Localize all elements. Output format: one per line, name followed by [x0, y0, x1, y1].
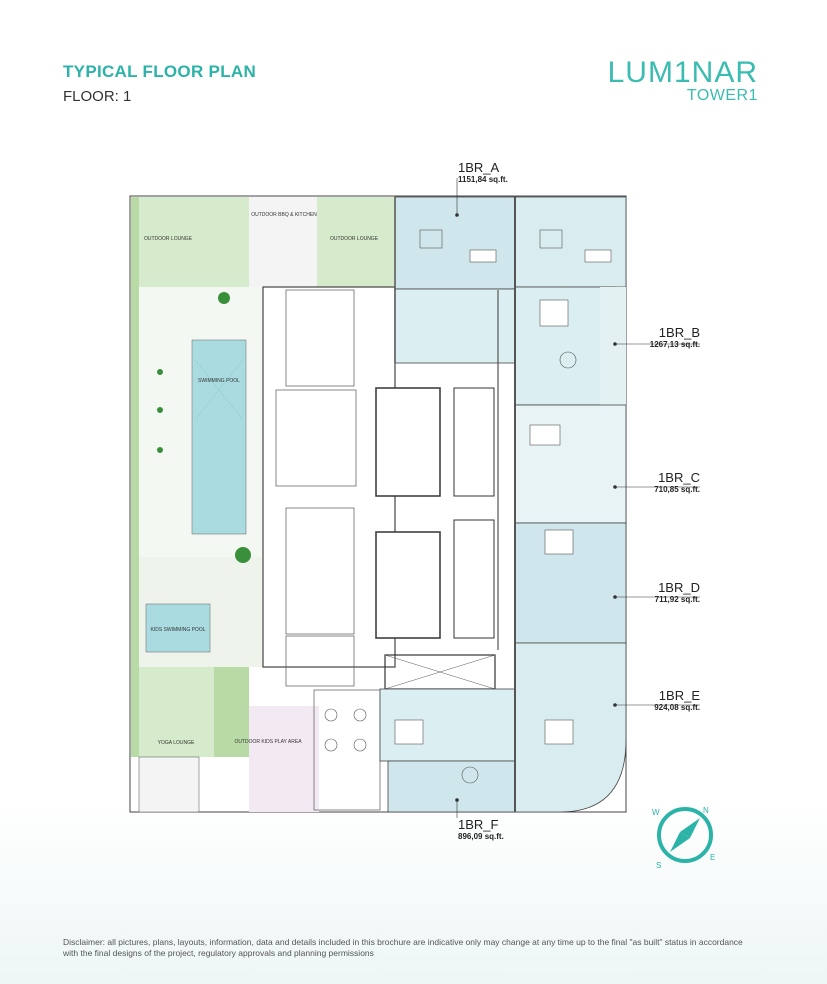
compass-icon: W N S E: [652, 806, 715, 870]
outdoor-lounge-right-area: [317, 197, 395, 287]
unit-area: 1151,84 sq.ft.: [458, 175, 508, 184]
green-strip-left: [131, 197, 139, 757]
outdoor-lounge-area: [139, 197, 249, 287]
swimming-pool-shape: [191, 339, 247, 535]
unit-c: [514, 404, 627, 524]
page-title: TYPICAL FLOOR PLAN: [63, 62, 257, 81]
unit-a-terrace: [394, 196, 516, 290]
unit-label-1br-c: 1BR_C 710,85 sq.ft.: [640, 470, 700, 494]
unit-label-1br-a: 1BR_A 1151,84 sq.ft.: [458, 160, 508, 184]
stair-outdoor: [138, 756, 200, 813]
kids-pool-shape: [145, 603, 211, 653]
core-upper: [375, 387, 441, 497]
amenity-block: [262, 286, 396, 668]
label-swimming-pool: SWIMMING POOL: [198, 378, 240, 384]
unit-f-terrace: [387, 760, 516, 813]
compass-n: N: [703, 806, 709, 815]
unit-a-interior: [394, 288, 516, 364]
unit-name: 1BR_C: [658, 470, 700, 485]
unit-label-1br-e: 1BR_E 924,08 sq.ft.: [640, 688, 700, 712]
label-outdoor-lounge: OUTDOOR LOUNGE: [144, 236, 193, 242]
compass-w: W: [652, 808, 660, 817]
unit-b-terrace: [514, 196, 627, 288]
unit-name: 1BR_F: [458, 817, 499, 832]
brand-logo: LUM1NAR TOWER1: [608, 58, 758, 104]
label-outdoor-lounge-right: OUTDOOR LOUNGE: [330, 236, 379, 242]
unit-label-1br-f: 1BR_F 896,09 sq.ft.: [458, 817, 504, 841]
unit-label-1br-d: 1BR_D 711,92 sq.ft.: [640, 580, 700, 604]
label-kids-pool: KIDS SWIMMING POOL: [150, 627, 205, 633]
kids-play-area: [249, 706, 319, 812]
unit-area: 1267,13 sq.ft.: [649, 340, 700, 349]
unit-name: 1BR_A: [458, 160, 500, 175]
logo-line1: LUM1NAR: [607, 56, 758, 89]
core-lower: [375, 531, 441, 639]
compass-s: S: [656, 861, 661, 870]
label-kids-play: OUTDOOR KIDS PLAY AREA: [234, 739, 302, 745]
unit-name: 1BR_E: [658, 688, 700, 703]
bbq-area: [249, 197, 317, 287]
compass-e: E: [710, 853, 715, 862]
disclaimer-text: Disclaimer: all pictures, plans, layouts…: [63, 937, 743, 958]
label-yoga-lounge: YOGA LOUNGE: [158, 740, 195, 746]
unit-area: 896,09 sq.ft.: [458, 832, 504, 841]
unit-label-1br-b: 1BR_B 1267,13 sq.ft.: [640, 325, 700, 349]
unit-area: 924,08 sq.ft.: [654, 703, 700, 712]
label-outdoor-bbq: OUTDOOR BBQ & KITCHEN: [251, 212, 317, 218]
unit-area: 710,85 sq.ft.: [654, 485, 700, 494]
unit-name: 1BR_B: [658, 325, 700, 340]
logo-line2: TOWER1: [686, 87, 758, 104]
unit-name: 1BR_D: [658, 580, 700, 595]
unit-area: 711,92 sq.ft.: [654, 595, 700, 604]
floor-label: FLOOR: 1: [63, 88, 132, 105]
